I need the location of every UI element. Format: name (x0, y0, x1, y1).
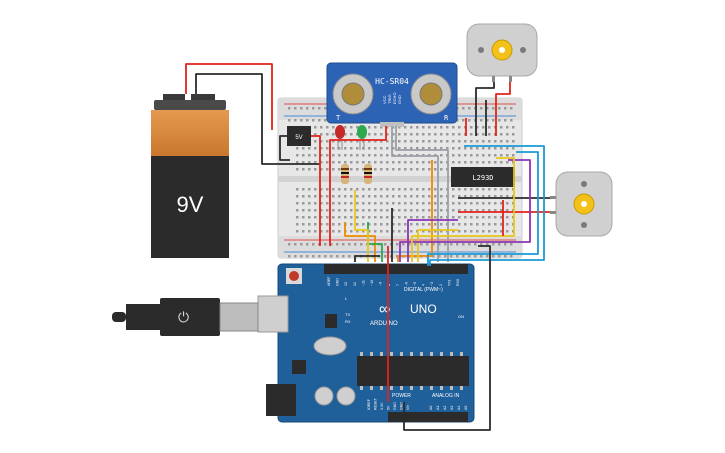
arduino-pin-label: ~3 (430, 282, 434, 286)
arduino-brand-label: ARDUINO (370, 321, 398, 327)
wire-led-yellow (354, 190, 369, 262)
arduino-pin-label: IOREF (367, 398, 371, 410)
arduino-on-label: ON (458, 314, 464, 319)
arduino-pin-label: 8 (387, 284, 391, 286)
arduino-pin-label: RESET (374, 397, 378, 410)
sensor-side-right: R (444, 114, 449, 122)
wire-arduino-gnd-2 (354, 255, 380, 262)
usb-cable: ⏻ (112, 298, 259, 336)
arduino-pin-label: TX1 (447, 279, 451, 286)
sensor-pin-labels: VCC TRIG ECHO GND (382, 92, 402, 104)
arduino-pin-label: GND (336, 278, 340, 286)
arduino-digital-pin-labels: AREF GND 13 12 ~11 ~10 ~9 8 7 ~6 ~5 4 ~3 2 TX1 RX0 (327, 276, 460, 286)
red-led (335, 125, 345, 150)
arduino-pin-label: ~5 (413, 282, 417, 286)
arduino-pin-label: 7 (396, 284, 400, 286)
wire-battery-negative (195, 73, 320, 165)
sensor-pin-label: TRIG (387, 94, 392, 104)
sensor-model-label: HC-SR04 (375, 77, 409, 86)
dc-motor-right (550, 171, 613, 237)
arduino-pin-label: 2 (439, 284, 443, 286)
wire-regulator-in (279, 135, 290, 161)
arduino-pin-label: ~9 (379, 282, 383, 286)
voltage-regulator-5v: 5V (287, 126, 311, 146)
wire-motor-top-b (495, 82, 511, 136)
sensor-side-left: T (336, 114, 341, 122)
arduino-pin-label: GND (393, 402, 397, 410)
wire-arduino-gnd-loop (403, 245, 491, 431)
wire-driver-yellow-2 (411, 157, 515, 262)
arduino-pin-label: AREF (327, 276, 331, 286)
arduino-pin-label: ~6 (404, 282, 408, 286)
battery-label: 9V (177, 192, 204, 217)
battery-9v: 9V (151, 94, 229, 258)
arduino-pin-label: A2 (443, 406, 447, 410)
resistor (341, 164, 349, 184)
l293d-driver-chip: L293D (451, 167, 515, 187)
usb-icon: ⏻ (178, 309, 189, 325)
regulator-label: 5V (295, 135, 302, 141)
hc-sr04-sensor: HC-SR04 T R VCC TRIG ECHO GND (326, 62, 458, 127)
arduino-pin-label: 4 (422, 284, 426, 286)
wires (185, 63, 550, 431)
dc-motor-top (466, 23, 538, 82)
wire-driver-yellow (417, 229, 458, 262)
arduino-pin-label: A1 (436, 406, 440, 410)
arduino-l-label: L (345, 296, 348, 301)
arduino-pin-label: 12 (353, 282, 357, 286)
wire-sensor-echo (395, 126, 449, 262)
arduino-logo-infinity: ∞ (379, 301, 390, 318)
arduino-pin-label: RX0 (456, 279, 460, 286)
arduino-pin-label: A5 (464, 406, 468, 410)
driver-label: L293D (472, 174, 493, 182)
arduino-uno-board: ∞ ARDUINO UNO DIGITAL (PWM~) POWER ANALO… (257, 263, 475, 423)
sensor-pin-label: VCC (382, 95, 387, 104)
arduino-header-analog: ANALOG IN (432, 393, 460, 399)
wire-sensor-vcc (329, 126, 387, 246)
arduino-pin-label: A4 (457, 406, 461, 410)
wire-driver-blue-1 (429, 145, 545, 266)
arduino-header-digital: DIGITAL (PWM~) (404, 287, 443, 293)
wire-driver-blue-2 (427, 151, 539, 266)
arduino-header-power: POWER (392, 393, 411, 399)
sensor-pin-label: GND (397, 95, 402, 104)
arduino-pin-label: A3 (450, 406, 454, 410)
wire-sensor-trig (391, 126, 439, 262)
sensor-pin-label: ECHO (392, 92, 397, 104)
arduino-pin-label: Vin (406, 405, 410, 410)
arduino-pin-label: ~11 (361, 280, 365, 286)
wire-battery-positive (185, 63, 273, 130)
arduino-pin-label: 5V (387, 405, 391, 410)
arduino-rx-label: RX (345, 319, 351, 324)
wire-motor-top-a (475, 82, 495, 136)
wire-driver-purple-1 (399, 159, 531, 262)
resistor (364, 164, 372, 184)
arduino-pin-label: GND (400, 402, 404, 410)
arduino-pin-label: A0 (429, 406, 433, 410)
wire-regulator-out (311, 135, 321, 246)
wire-driver-purple-2 (407, 219, 458, 262)
arduino-pin-label: 3.3V (380, 402, 384, 410)
arduino-pin-label: ~10 (370, 280, 374, 286)
wire-led-orange (344, 222, 376, 262)
arduino-model-label: UNO (410, 302, 437, 316)
arduino-pin-label: 13 (344, 282, 348, 286)
arduino-tx-label: TX (345, 312, 350, 317)
wire-driver-orange (397, 160, 433, 262)
